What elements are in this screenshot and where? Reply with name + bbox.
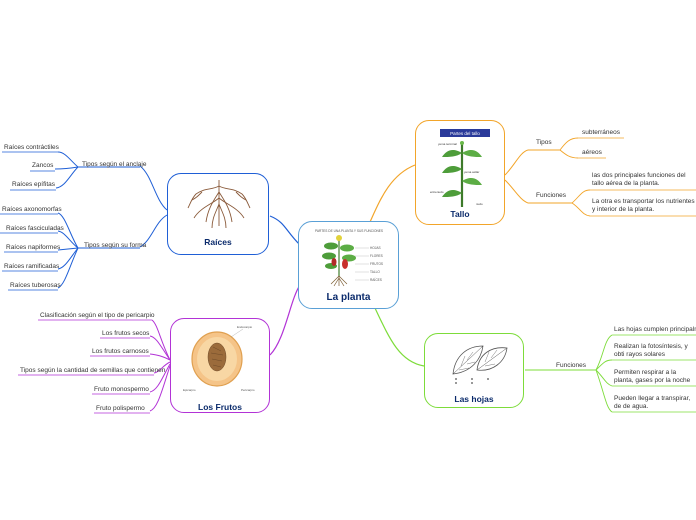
fruto-monospermo[interactable]: Fruto monospermo bbox=[94, 386, 149, 393]
plant-label-hojas: HOJAS bbox=[370, 246, 381, 250]
connector-center-raices bbox=[269, 215, 301, 246]
raiz-ramificadas[interactable]: Raíces ramificadas bbox=[4, 263, 60, 270]
raiz-zancos[interactable]: Zancos bbox=[32, 162, 54, 169]
connector-raices-forma bbox=[139, 214, 168, 248]
hoja-funcion-3[interactable]: Permiten respirar a la planta, gases por… bbox=[614, 369, 691, 384]
frutos-title: Los Frutos bbox=[198, 402, 242, 412]
fruto-clasificacion[interactable]: Clasificación según el tipo de pericarpi… bbox=[40, 312, 155, 319]
plant-parts-image: PARTES DE UNA PLANTA Y SUS FUNCIONES HOJ… bbox=[307, 226, 391, 288]
connector-raices-anclaje bbox=[139, 165, 168, 211]
raiz-fasciculadas[interactable]: Raíces fasciculadas bbox=[6, 225, 64, 232]
raiz-contractiles[interactable]: Raíces contráctiles bbox=[4, 144, 59, 151]
fruto-secos[interactable]: Los frutos secos bbox=[102, 330, 150, 337]
stem-label-nudo: nudo bbox=[476, 202, 483, 206]
roots-image bbox=[187, 180, 251, 229]
hojas-funciones-label[interactable]: Funciones bbox=[556, 362, 586, 369]
node-las-hojas[interactable]: Las hojas bbox=[424, 333, 524, 408]
raices-grupo-forma[interactable]: Tipos según su forma bbox=[84, 242, 147, 249]
plant-label-raices: RAÍCES bbox=[370, 278, 382, 282]
plant-label-tallo: TALLO bbox=[370, 270, 380, 274]
leaves-image bbox=[452, 345, 508, 384]
raiz-napiformes[interactable]: Raíces napiformes bbox=[6, 244, 61, 251]
raiz-axonomorfas[interactable]: Raíces axonomorfas bbox=[2, 206, 62, 213]
connector-center-hojas bbox=[374, 307, 425, 367]
raiz-epifitas[interactable]: Raíces epífitas bbox=[12, 181, 55, 188]
fruto-tipos-semillas[interactable]: Tipos según la cantidad de semillas que … bbox=[20, 367, 166, 374]
hoja-funcion-1[interactable]: Las hojas cumplen principalm bbox=[614, 326, 696, 333]
fruit-label-pericarpio: Pericarpio bbox=[241, 388, 255, 392]
connector-center-tallo bbox=[369, 164, 416, 223]
fruit-label-epicarpio: Epicarpio bbox=[183, 388, 196, 392]
tallo-funcion-2[interactable]: La otra es transportar los nutrientes y … bbox=[592, 198, 695, 213]
fruto-polispermo[interactable]: Fruto polispermo bbox=[96, 405, 145, 412]
stem-image-title: Partes del tallo bbox=[450, 131, 480, 136]
tallo-funcion-1[interactable]: las dos principales funciones del tallo … bbox=[592, 172, 686, 187]
stem-label-entrenudo: entrenudo bbox=[430, 190, 444, 194]
node-los-frutos[interactable]: Endocarpio Epicarpio Pericarpio Los Frut… bbox=[170, 318, 270, 413]
stem-label-yema-terminal: yema terminal bbox=[438, 142, 457, 146]
hoja-funcion-4[interactable]: Pueden llegar a transpirar, de de agua. bbox=[614, 395, 691, 410]
hojas-title: Las hojas bbox=[454, 394, 494, 404]
raices-grupo-anclaje[interactable]: Tipos según el anclaje bbox=[82, 161, 147, 168]
stem-label-yema-axilar: yema axilar bbox=[464, 170, 479, 174]
raices-title: Raíces bbox=[204, 237, 232, 247]
node-tallo[interactable]: Partes del tallo yema terminal yema axil… bbox=[415, 120, 505, 225]
plant-image-title: PARTES DE UNA PLANTA Y SUS FUNCIONES bbox=[315, 229, 383, 233]
center-title: La planta bbox=[326, 292, 371, 303]
tallo-title: Tallo bbox=[450, 209, 470, 219]
plant-label-flores: FLORES bbox=[370, 254, 383, 258]
tallo-tipos-label[interactable]: Tipos bbox=[536, 139, 552, 146]
tallo-tipo-subterraneos[interactable]: subterráneos bbox=[582, 129, 620, 136]
center-node-la-planta[interactable]: PARTES DE UNA PLANTA Y SUS FUNCIONES HOJ… bbox=[298, 221, 399, 309]
raiz-tuberosas[interactable]: Raíces tuberosas bbox=[10, 282, 61, 289]
hoja-funcion-2[interactable]: Realizan la fotosíntesis, y obti rayos s… bbox=[614, 343, 688, 358]
plant-label-frutos: FRUTOS bbox=[370, 262, 383, 266]
fruto-carnosos[interactable]: Los frutos carnosos bbox=[92, 348, 149, 355]
node-raices[interactable]: Raíces bbox=[167, 173, 269, 255]
tallo-funciones-label[interactable]: Funciones bbox=[536, 192, 566, 199]
tallo-tipo-aereos[interactable]: aéreos bbox=[582, 149, 602, 156]
stem-parts-image: Partes del tallo yema terminal yema axil… bbox=[430, 129, 490, 207]
fruit-section-image: Endocarpio Epicarpio Pericarpio bbox=[183, 325, 255, 392]
connector-center-frutos bbox=[269, 284, 301, 356]
fruit-label-endocarpio: Endocarpio bbox=[237, 325, 253, 329]
